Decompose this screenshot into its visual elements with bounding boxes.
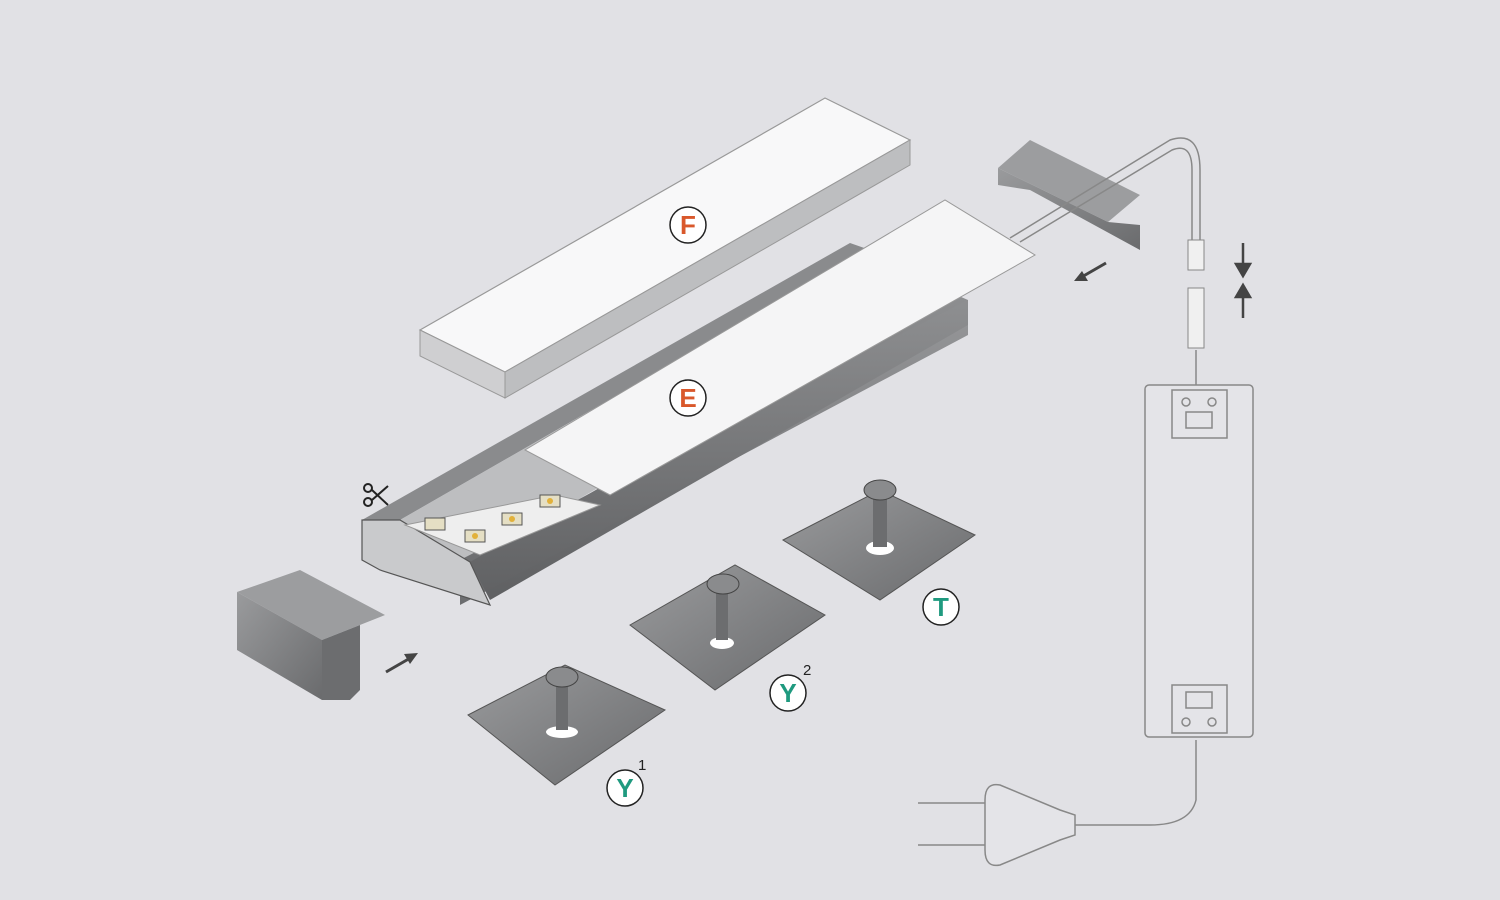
mounting-clip-y2 bbox=[629, 564, 826, 691]
mounting-clip-y1 bbox=[467, 664, 667, 786]
svg-text:F: F bbox=[680, 210, 696, 240]
svg-text:Y: Y bbox=[779, 678, 796, 708]
svg-text:2: 2 bbox=[803, 662, 811, 679]
led-strip bbox=[424, 494, 561, 543]
mounting-clip-t bbox=[781, 479, 977, 601]
svg-text:1: 1 bbox=[638, 757, 646, 774]
label-f: F bbox=[669, 206, 707, 244]
label-t: T bbox=[922, 588, 960, 626]
diffuser-cover-f bbox=[418, 97, 912, 399]
arrow-icon bbox=[1074, 261, 1107, 281]
led-driver-icon bbox=[1144, 384, 1254, 738]
scissors-icon bbox=[363, 483, 389, 507]
end-cap-left bbox=[237, 570, 385, 700]
svg-text:T: T bbox=[933, 592, 949, 622]
aluminium-profile bbox=[361, 199, 1036, 606]
power-plug-icon bbox=[918, 783, 1076, 867]
end-cap-right bbox=[998, 140, 1140, 250]
svg-text:E: E bbox=[679, 383, 696, 413]
connector-icon bbox=[1187, 239, 1205, 349]
arrow-icon bbox=[385, 653, 418, 674]
label-e: E bbox=[669, 379, 707, 417]
svg-text:Y: Y bbox=[616, 773, 633, 803]
label-y1: Y 1 bbox=[606, 757, 646, 807]
label-y2: Y 2 bbox=[769, 662, 811, 712]
arrow-icon bbox=[1233, 243, 1253, 318]
